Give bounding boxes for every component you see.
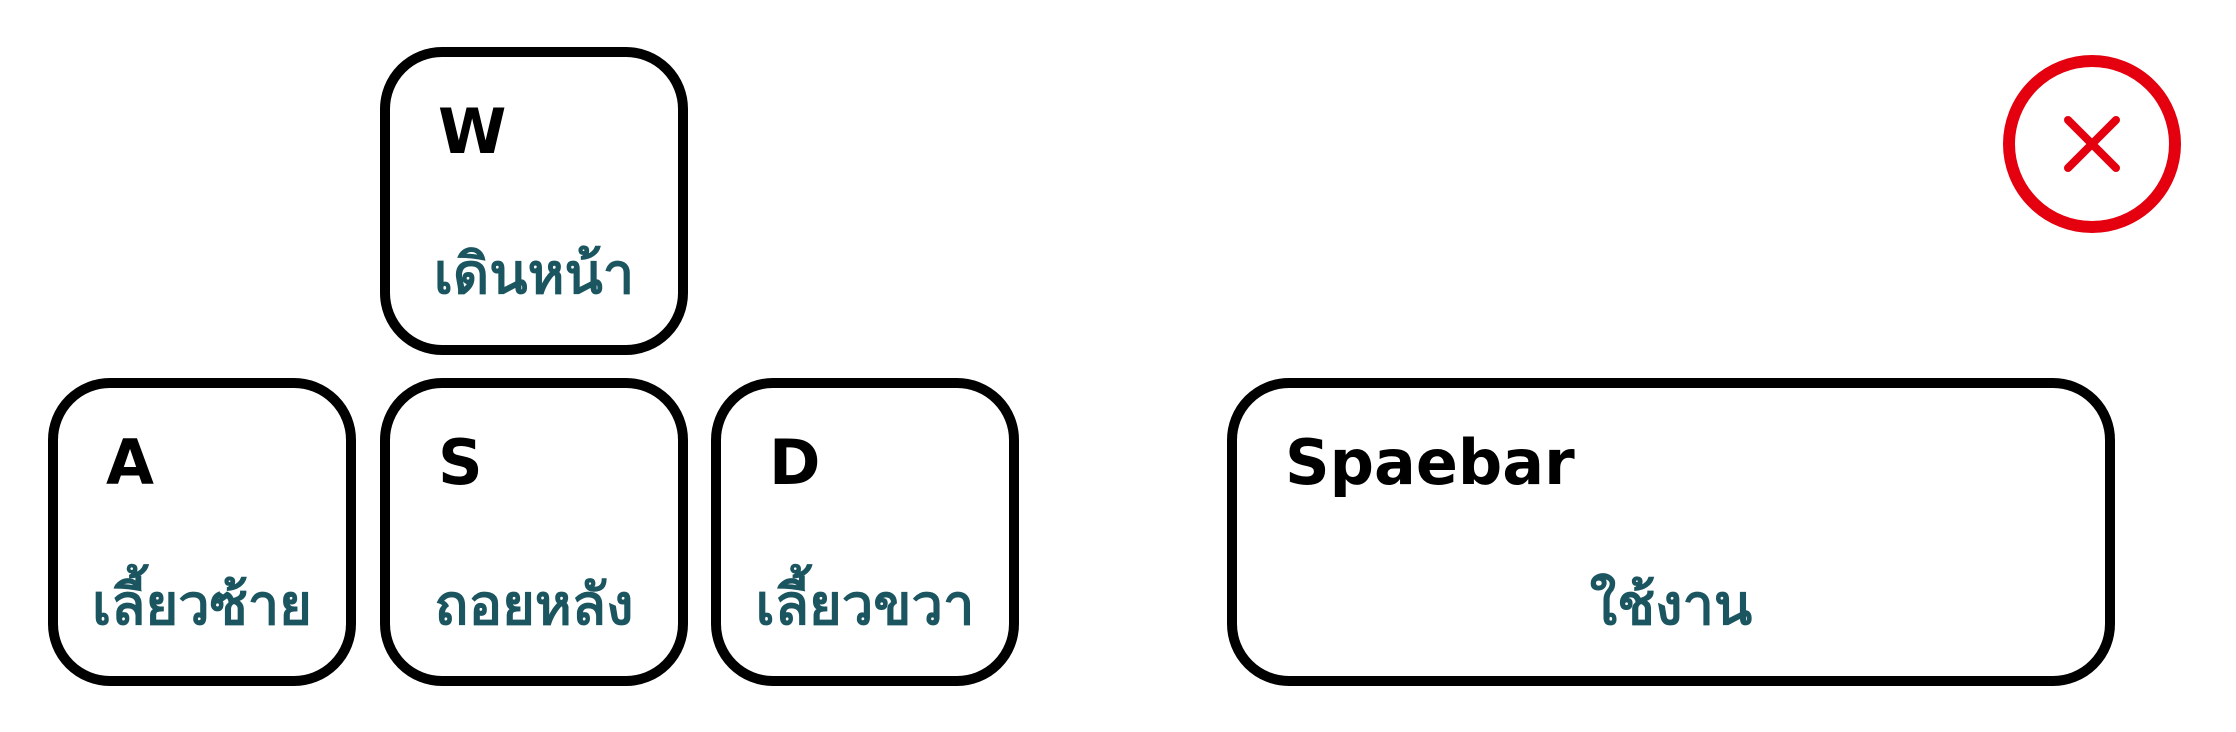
key-d-letter: D: [769, 426, 821, 499]
key-w-letter: W: [438, 95, 507, 168]
key-spacebar-action-label: ใช้งาน: [1589, 573, 1753, 638]
close-button[interactable]: [2003, 55, 2181, 233]
key-spacebar: Spaebar ใช้งาน: [1227, 378, 2115, 686]
key-s: S ถอยหลัง: [380, 378, 688, 686]
key-spacebar-letter: Spaebar: [1285, 426, 1575, 499]
key-d: D เลี้ยวขวา: [711, 378, 1019, 686]
close-icon: [2064, 116, 2120, 172]
key-a-action-label: เลี้ยวซ้าย: [92, 573, 312, 638]
key-a: A เลี้ยวซ้าย: [48, 378, 356, 686]
key-s-letter: S: [438, 426, 483, 499]
key-w-action-label: เดินหน้า: [433, 242, 635, 307]
key-d-action-label: เลี้ยวขวา: [755, 573, 975, 638]
key-w: W เดินหน้า: [380, 47, 688, 355]
key-a-letter: A: [106, 426, 154, 499]
key-s-action-label: ถอยหลัง: [434, 573, 634, 638]
